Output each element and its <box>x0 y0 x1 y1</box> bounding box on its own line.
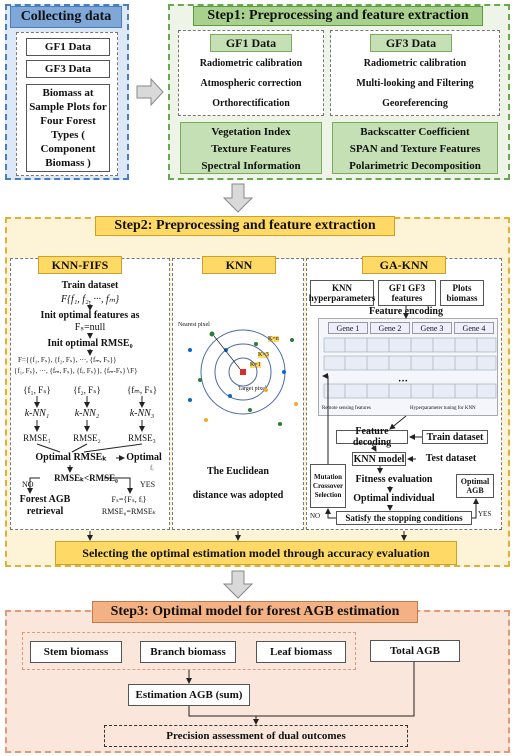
gaknn-mutation-box: Mutation Crossover Selection <box>310 464 346 508</box>
knnfifs-update-2: RMSE₀=RMSEₖ <box>101 507 157 516</box>
step2-title: Step2: Preprocessing and feature extract… <box>95 216 395 236</box>
stem-biomass-box: Stem biomass <box>30 641 122 663</box>
knnfifs-train: Train dataset <box>61 280 119 291</box>
knnfifs-final: Forest AGB retrieval <box>19 494 71 517</box>
knnfifs-nn-1: k-NN₁ <box>24 408 50 419</box>
knn-title: KNN <box>202 256 276 274</box>
knnfifs-nn-3: k-NN₃ <box>129 408 155 419</box>
knnfifs-rmse-1: RMSE₁ <box>23 433 51 443</box>
knnfifs-combo-2: {f₁, Fₛ}, ···, {fₘ, Fₛ}, {fᵢ, Fₛ}}, {fₘ-… <box>14 367 138 375</box>
step3-component-panel <box>22 632 356 670</box>
knnfifs-combo-1: F={{f₁, Fₛ}, {f₂, Fₛ}, ···, {fₘ, Fₛ}} <box>18 356 117 364</box>
gf3-title: GF3 Data <box>370 34 452 52</box>
precision-box: Precision assessment of dual outcomes <box>104 725 408 747</box>
gaknn-plots-box: Plots biomass <box>440 280 484 306</box>
gf1-title: GF1 Data <box>210 34 292 52</box>
gf1-item-1: Radiometric calibration <box>199 58 303 69</box>
gf1-item-2: Atmospheric correction <box>200 78 302 89</box>
knn-nearest-label: Nearest pixel <box>178 322 210 328</box>
biomass-box: Biomass at Sample Plots for Four Forest … <box>26 84 110 172</box>
gaknn-title: GA-KNN <box>362 256 446 274</box>
gf3-feature-3: Polarimetric Decomposition <box>349 160 481 172</box>
gaknn-train-box: Train dataset <box>422 430 488 444</box>
gaknn-stop-box: Satisfy the stopping conditions <box>336 511 472 525</box>
knnfifs-yes: YES <box>140 480 156 489</box>
knn-circles <box>200 329 286 415</box>
knnfifs-update-1: Fₛ={Fₛ, fᵢ} <box>111 495 147 504</box>
selecting-box: Selecting the optimal estimation model t… <box>55 541 457 565</box>
gf1-item-3: Orthorectification <box>212 98 290 109</box>
gaknn-ellipsis: ··· <box>398 376 409 387</box>
gaknn-yes: YES <box>478 510 492 518</box>
knnfifs-optimal-sub: fᵢ <box>150 464 154 472</box>
knnfifs-rmse-2: RMSE₂ <box>73 433 101 443</box>
step3-title: Step3: Optimal model for forest AGB esti… <box>92 601 418 623</box>
gene-3: Gene 3 <box>412 322 452 334</box>
gaknn-features-box: GF1 GF3 features <box>378 280 436 306</box>
knnfifs-init-rmse: Init optimal RMSE₀ <box>47 338 133 349</box>
gene-2: Gene 2 <box>370 322 410 334</box>
gf3-features-box: Backscatter Coefficient SPAN and Texture… <box>332 122 498 174</box>
gf1-feature-3: Spectral Information <box>201 160 301 172</box>
gf1-data-box: GF1 Data <box>26 38 110 56</box>
gaknn-hyper-box: KNN hyperparameters <box>309 280 375 306</box>
total-agb-box: Total AGB <box>370 640 460 662</box>
gene-4: Gene 4 <box>454 322 494 334</box>
gaknn-fitness: Fitness evaluation <box>355 474 433 485</box>
gaknn-optimal-ind: Optimal individual <box>353 493 435 504</box>
knn-desc-1: The Euclidean <box>207 466 269 477</box>
gf3-feature-1: Backscatter Coefficient <box>360 126 470 138</box>
gaknn-no: NO <box>310 512 321 520</box>
knnfifs-optimal-rmse: Optimal RMSEₖ <box>35 452 107 463</box>
gf3-data-box: GF3 Data <box>26 60 110 78</box>
gaknn-decoding-box: Feature decoding <box>336 426 408 448</box>
gf3-item-1: Radiometric calibration <box>363 58 467 69</box>
knnfifs-panel <box>10 258 170 530</box>
gaknn-model-box: KNN model <box>352 452 406 466</box>
gene-grid <box>323 337 497 399</box>
arrow-step1-to-step2 <box>222 183 254 213</box>
knnfifs-optimal: Optimal <box>126 452 162 463</box>
estimation-sum-box: Estimation AGB (sum) <box>128 684 250 706</box>
collecting-title: Collecting data <box>10 6 122 28</box>
gf3-feature-2: SPAN and Texture Features <box>349 143 481 155</box>
knnfifs-rmse-3: RMSE₃ <box>128 433 156 443</box>
knnfifs-condition: RMSEₖ<RMSE₀ <box>54 473 118 483</box>
gaknn-tuning-label: Hyperparameter tuning for KNN <box>410 406 476 411</box>
arrow-collect-to-step1 <box>136 77 164 107</box>
knn-target-label: Target pixel <box>238 386 267 392</box>
knn-desc-2: distance was adopted <box>192 490 284 501</box>
knn-points <box>188 331 298 426</box>
knnfifs-init-feat: Init optimal features as <box>40 310 140 321</box>
gaknn-rs-label: Remote sensing features <box>322 406 371 411</box>
knn-k-3-label: K=3 <box>258 352 269 358</box>
gf1-feature-1: Vegetation Index <box>211 126 291 138</box>
knnfifs-init-feat-val: Fₛ=null <box>74 322 106 333</box>
knnfifs-set-2: {f₂, Fₛ} <box>73 385 101 395</box>
gf1-features-box: Vegetation Index Texture Features Spectr… <box>180 122 322 174</box>
gaknn-optimal-agb-box: Optimal AGB <box>456 474 494 498</box>
knn-panel <box>172 258 304 530</box>
gf1-feature-2: Texture Features <box>211 143 291 155</box>
knnfifs-train-set: F{f₁, f₂, ···, fₘ} <box>60 294 120 305</box>
gaknn-test: Test dataset <box>425 453 477 464</box>
knnfifs-set-3: {fₘ, Fₛ} <box>126 385 158 395</box>
knnfifs-no: NO <box>22 480 34 489</box>
gf3-item-2: Multi-looking and Filtering <box>356 78 474 89</box>
leaf-biomass-box: Leaf biomass <box>256 641 346 663</box>
knnfifs-nn-2: k-NN₂ <box>74 408 100 419</box>
knnfifs-set-1: {f₁, Fₛ} <box>23 385 51 395</box>
branch-biomass-box: Branch biomass <box>140 641 236 663</box>
step1-title: Step1: Preprocessing and feature extract… <box>193 6 483 26</box>
arrow-step2-to-step3 <box>222 570 254 599</box>
knn-k-n-label: K=n <box>268 336 279 342</box>
gf3-item-3: Georeferencing <box>382 98 448 109</box>
gene-1: Gene 1 <box>328 322 368 334</box>
knnfifs-title: KNN-FIFS <box>38 256 122 274</box>
